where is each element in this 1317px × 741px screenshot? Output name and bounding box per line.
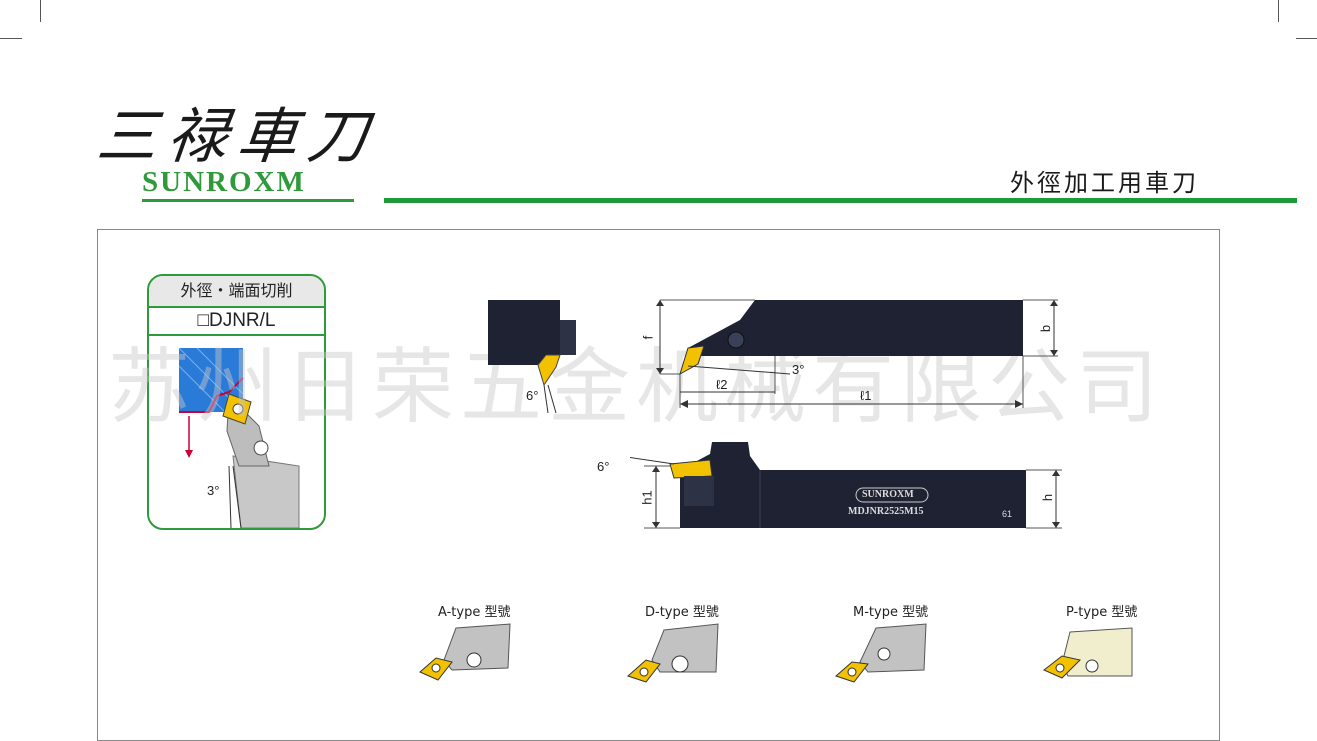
product-card: 外徑・端面切削 □DJNR/L 3° — [147, 274, 326, 530]
type-label-d: D-type 型號 — [645, 605, 719, 620]
card-angle-label: 3° — [207, 483, 220, 498]
type-d-diagram — [627, 623, 719, 683]
type-p-diagram — [1043, 627, 1133, 679]
engraving-model: MDJNR2525M15 — [848, 506, 924, 517]
insert-top-view — [679, 345, 705, 376]
type-label-m: M-type 型號 — [853, 605, 929, 620]
dim-l2-label: ℓ2 — [716, 377, 728, 392]
holder-end-view — [488, 300, 560, 365]
section-title: 外徑加工用車刀 — [1010, 169, 1199, 197]
crop-mark — [40, 0, 41, 22]
type-a-diagram — [419, 623, 511, 681]
type-m-diagram — [835, 623, 927, 683]
dim-h1-label: h1 — [639, 490, 655, 505]
crop-mark — [1278, 0, 1279, 22]
angle-side-label: 6° — [526, 388, 539, 403]
tool-path — [179, 377, 244, 413]
dim-h-label: h — [1040, 493, 1056, 502]
holder-shank — [232, 455, 300, 528]
side-view-diagram — [630, 442, 1062, 529]
engraving-number: 61 — [1002, 509, 1013, 519]
card-diagram — [178, 347, 300, 528]
engraving-badge — [855, 487, 929, 503]
holder-side-view — [680, 442, 1026, 528]
top-view-diagram — [656, 299, 1058, 408]
holder-top-view — [680, 300, 1023, 374]
type-label-p: P-type 型號 — [1066, 605, 1138, 620]
logo-en: SUNROXM — [142, 166, 306, 198]
card-model: □DJNR/L — [149, 308, 324, 336]
crop-mark — [0, 38, 22, 39]
dim-l1-label: ℓ1 — [860, 388, 872, 403]
crop-mark — [1296, 38, 1317, 39]
card-title: 外徑・端面切削 — [149, 276, 324, 308]
dim-b-label: b — [1038, 324, 1054, 333]
header-divider — [384, 198, 1297, 203]
insert-end-view — [537, 354, 561, 387]
logo-underline — [142, 199, 354, 202]
end-view-diagram — [488, 300, 576, 414]
side-angle-label: 6° — [597, 459, 610, 474]
insert-side-view — [669, 459, 713, 479]
dim-f-label: f — [640, 335, 656, 340]
type-label-a: A-type 型號 — [438, 605, 511, 620]
angle-top-label: 3° — [792, 362, 805, 377]
logo-cjk: 三禄車刀 — [93, 102, 382, 172]
engraving-brand: SUNROXM — [862, 489, 914, 500]
